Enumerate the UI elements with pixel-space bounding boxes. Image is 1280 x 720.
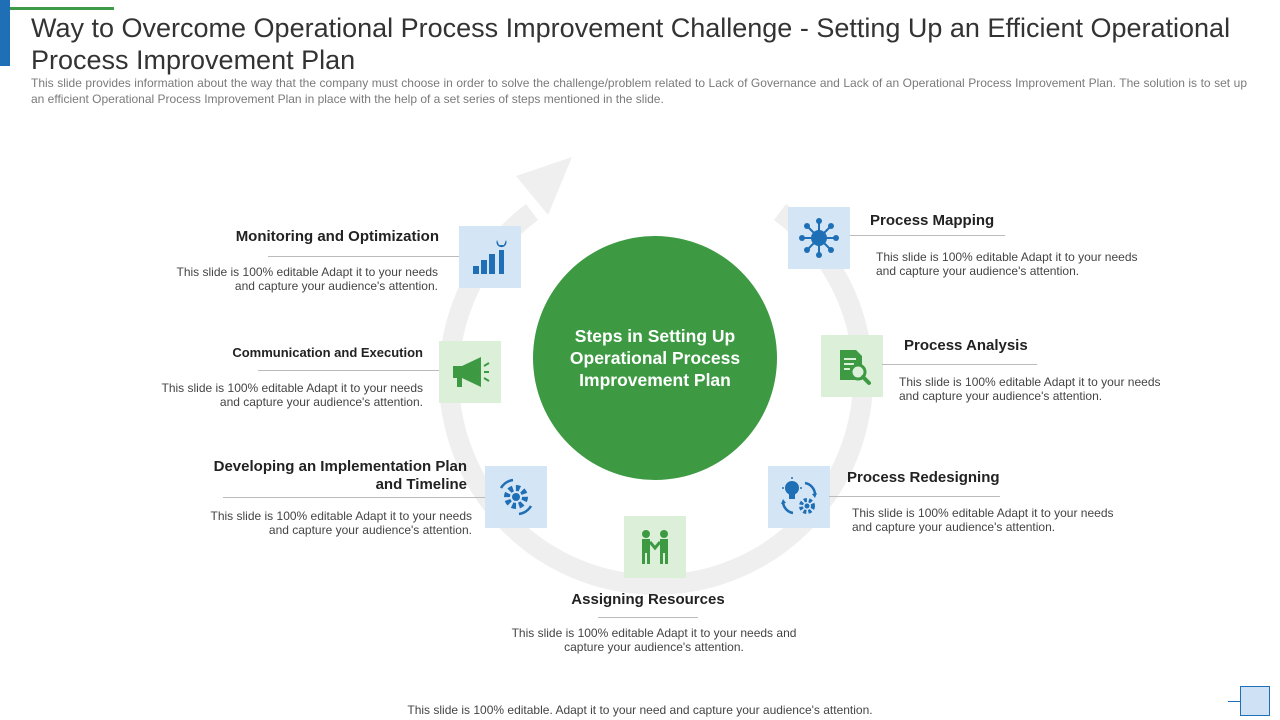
step-title-process-analysis: Process Analysis [904, 337, 1028, 354]
divider [829, 496, 1000, 497]
center-circle: Steps in Setting Up Operational Process … [533, 236, 777, 480]
gears-icon [499, 478, 533, 516]
center-label: Steps in Setting Up Operational Process … [569, 326, 741, 390]
document-magnifier-icon [840, 350, 871, 385]
divider [223, 497, 485, 498]
step-desc-process-redesigning: This slide is 100% editable Adapt it to … [852, 506, 1114, 534]
step-desc-communication-execution: This slide is 100% editable Adapt it to … [161, 381, 424, 409]
step-title-communication-execution: Communication and Execution [232, 345, 423, 360]
step-title-process-redesigning: Process Redesigning [847, 469, 1000, 486]
title-accent-bar [0, 0, 10, 66]
chart-wrench-icon [473, 240, 507, 274]
corner-line [1228, 701, 1240, 702]
implementation-plan-icon-box [485, 466, 547, 528]
footer-note: This slide is 100% editable. Adapt it to… [407, 703, 873, 717]
step-title-monitoring-optimization: Monitoring and Optimization [235, 228, 439, 245]
process-mapping-icon-box [788, 207, 850, 269]
step-desc-assigning-resources: This slide is 100% editable Adapt it to … [511, 626, 797, 654]
step-title-process-mapping: Process Mapping [870, 212, 995, 229]
divider [268, 256, 459, 257]
divider [598, 617, 698, 618]
step-desc-monitoring-optimization: This slide is 100% editable Adapt it to … [176, 265, 439, 293]
step-title-implementation-plan: Developing an Implementation Plan and Ti… [213, 458, 467, 493]
handshake-people-icon [642, 530, 668, 564]
network-hub-icon [799, 218, 839, 258]
assigning-resources-icon-box [624, 516, 686, 578]
communication-execution-icon-box [439, 341, 501, 403]
corner-decoration [1240, 686, 1270, 716]
lightbulb-gear-cycle-icon [781, 477, 817, 515]
megaphone-icon [453, 357, 490, 387]
step-desc-process-mapping: This slide is 100% editable Adapt it to … [876, 250, 1138, 278]
step-desc-implementation-plan: This slide is 100% editable Adapt it to … [210, 509, 473, 537]
title-accent-line [10, 7, 114, 10]
divider [850, 235, 1005, 236]
process-analysis-icon-box [821, 335, 883, 397]
divider [258, 370, 439, 371]
divider [882, 364, 1037, 365]
step-title-assigning-resources: Assigning Resources [571, 591, 725, 608]
step-desc-process-analysis: This slide is 100% editable Adapt it to … [899, 375, 1161, 403]
process-redesigning-icon-box [768, 466, 830, 528]
monitoring-optimization-icon-box [459, 226, 521, 288]
page-title: Way to Overcome Operational Process Impr… [31, 13, 1231, 75]
page-subtitle: This slide provides information about th… [31, 76, 1247, 106]
